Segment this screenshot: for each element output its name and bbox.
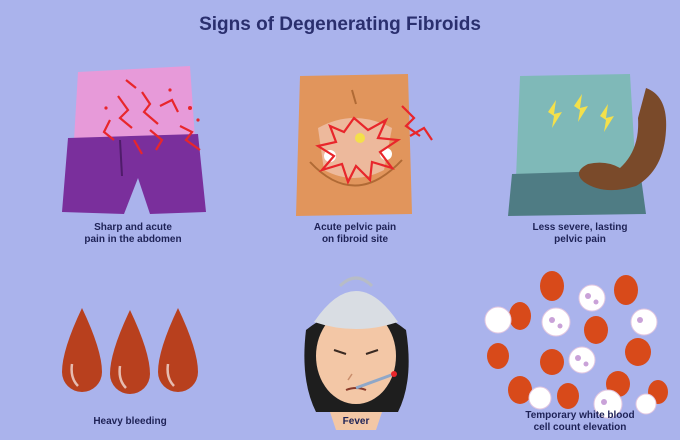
- caption-lasting: Less severe, lasting pelvic pain: [532, 222, 628, 245]
- page-title: Signs of Degenerating Fibroids: [199, 14, 481, 35]
- caption-fever: Fever: [342, 416, 370, 427]
- caption-bleeding: Heavy bleeding: [93, 416, 167, 427]
- caption-pelvic: Acute pelvic pain on fibroid site: [313, 222, 397, 245]
- caption-abdomen: Sharp and acute pain in the abdomen: [84, 222, 182, 245]
- caption-wbc: Temporary white blood cell count elevati…: [525, 410, 635, 433]
